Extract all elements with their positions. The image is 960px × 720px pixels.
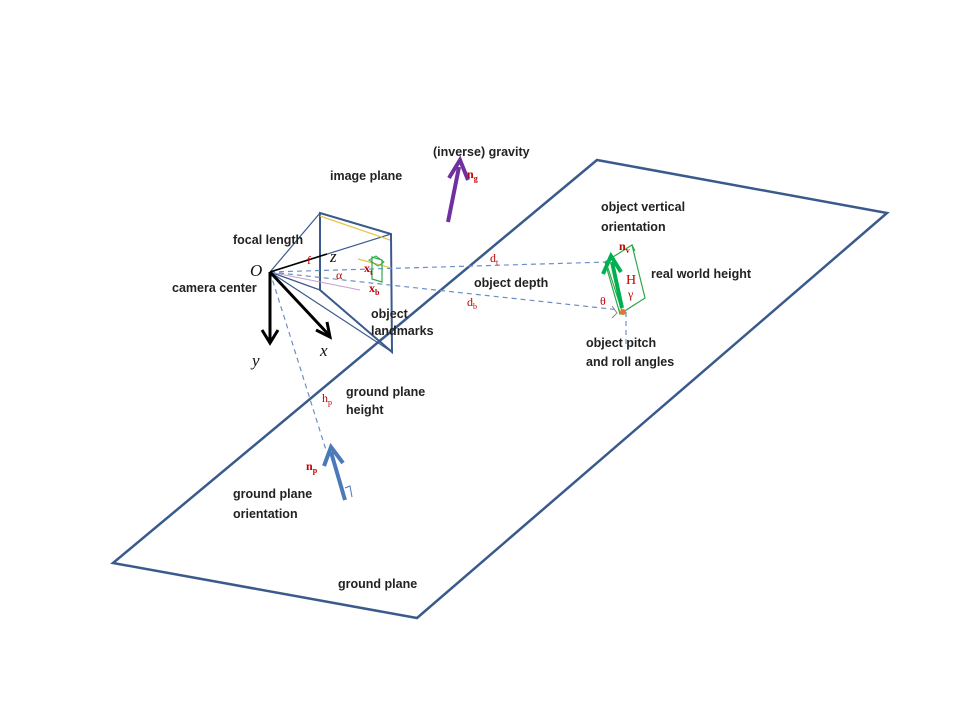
camera-axes: [260, 253, 333, 346]
plane-height-symbol: hp: [322, 391, 332, 407]
principal-ray: [269, 271, 361, 291]
ground-plane-height-label-2: height: [346, 403, 384, 417]
real-world-height-label: real world height: [651, 267, 752, 281]
y-axis-symbol: y: [250, 351, 260, 370]
ground-plane-shape: [110, 158, 890, 620]
gravity-arrow: [446, 155, 470, 223]
x-top-symbol: xt: [364, 261, 373, 277]
image-plane-label: image plane: [330, 169, 402, 183]
object-base-point: [620, 309, 626, 315]
inverse-gravity-label: (inverse) gravity: [433, 145, 530, 159]
object-vertical-orientation-label-2: orientation: [601, 220, 666, 234]
object-vertical-orientation-label-1: object vertical: [601, 200, 685, 214]
object-landmarks-label-2: landmarks: [371, 324, 434, 338]
object-pitch-roll-label-2: and roll angles: [586, 355, 674, 369]
alpha-symbol: α: [336, 268, 343, 282]
origin-symbol: O: [250, 261, 262, 280]
focal-length-label: focal length: [233, 233, 303, 247]
theta-symbol: θ: [600, 294, 606, 308]
depth-top-symbol: dt: [490, 251, 499, 267]
x-bottom-symbol: xb: [369, 281, 380, 297]
ground-normal-arrow: [322, 442, 353, 501]
camera-center-label: camera center: [172, 281, 257, 295]
theta-angle-mark: [611, 305, 618, 319]
gamma-symbol: γ: [627, 287, 634, 301]
projection-lines: [269, 261, 627, 451]
object-vertical-normal-symbol: nv: [619, 239, 630, 255]
ground-plane-height-label-1: ground plane: [346, 385, 425, 399]
plane-normal-symbol: np: [306, 459, 318, 475]
landmark-box-top: [368, 255, 385, 267]
ground-plane-orientation-label-2: orientation: [233, 507, 298, 521]
object-height-arrow: [601, 251, 624, 309]
object-pitch-roll-label-1: object pitch: [586, 336, 656, 350]
height-symbol: H: [626, 273, 636, 288]
focal-symbol: f: [307, 253, 311, 267]
x-axis-symbol: x: [319, 341, 328, 360]
z-axis-symbol: z: [329, 247, 337, 266]
depth-bottom-symbol: db: [467, 295, 477, 311]
gravity-normal-symbol: ng: [467, 167, 478, 183]
landmark-box: [371, 256, 383, 283]
object-depth-label: object depth: [474, 276, 548, 290]
ground-plane-orientation-label-1: ground plane: [233, 487, 312, 501]
object-landmarks-label-1: object: [371, 307, 409, 321]
ground-plane-label: ground plane: [338, 577, 417, 591]
